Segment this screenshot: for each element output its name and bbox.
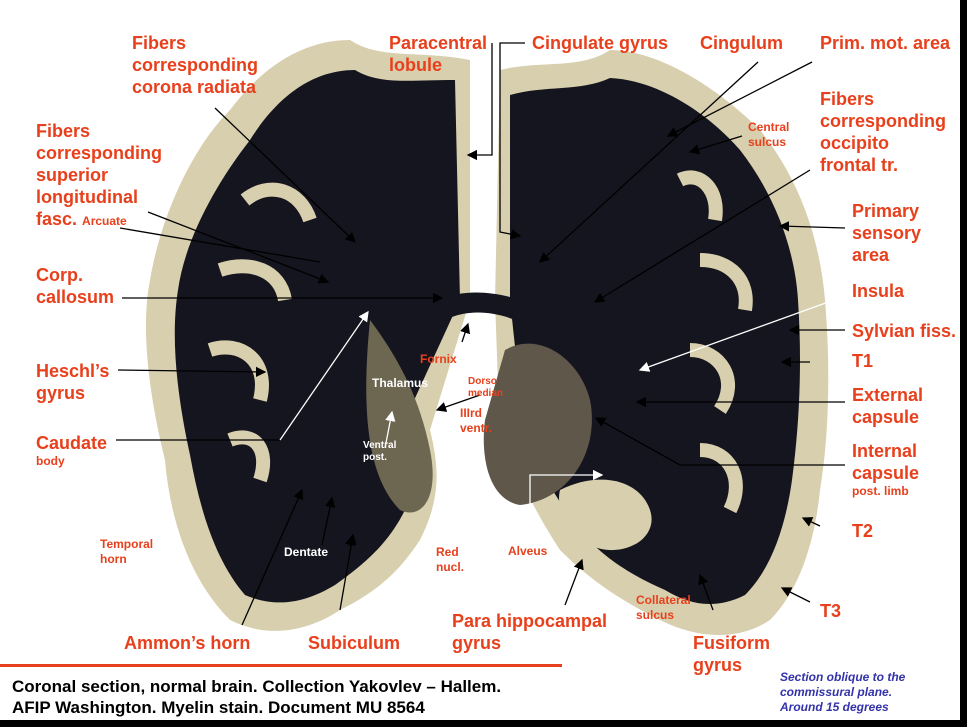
label-ammons-horn: Ammon’s horn: [124, 633, 251, 653]
label-insula: Insula: [852, 281, 905, 301]
divider-line: [0, 664, 562, 667]
label-dentate: Dentate: [284, 545, 329, 559]
label-t2: T2: [852, 521, 874, 541]
label-cingulum: Cingulum: [700, 33, 783, 53]
label-thalamus: Thalamus: [372, 376, 429, 390]
corpus-callosum: [440, 292, 520, 320]
label-alveus: Alveus: [508, 544, 548, 558]
label-subiculum: Subiculum: [308, 633, 401, 653]
label-t3: T3: [820, 601, 842, 621]
label-corp-callosum: Corp.callosum: [36, 265, 115, 307]
label-t1: T1: [852, 351, 874, 371]
label-cingulate-gyrus: Cingulate gyrus: [532, 33, 669, 53]
label-sylvian-fiss: Sylvian fiss.: [852, 321, 957, 341]
label-fornix: Fornix: [420, 352, 457, 366]
left-hemisphere: [145, 40, 471, 631]
label-prim-mot-area: Prim. mot. area: [820, 33, 951, 53]
right-hemisphere: [483, 50, 829, 635]
caption: Coronal section, normal brain. Collectio…: [12, 677, 502, 717]
